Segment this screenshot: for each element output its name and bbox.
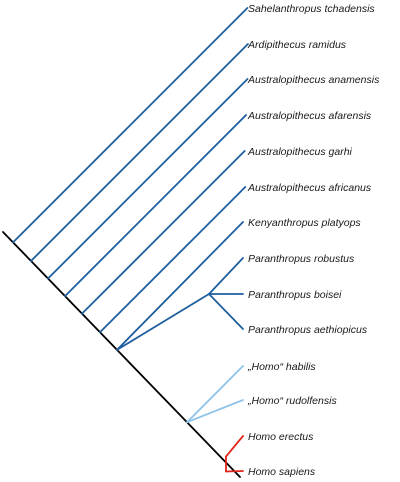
taxon-label: „Homo“ habilis [247, 361, 316, 373]
taxon-label: Homo erectus [248, 431, 314, 443]
branch-line [225, 435, 244, 458]
taxon-label: Homo sapiens [248, 466, 316, 478]
branch-line [12, 7, 249, 244]
branch-line [225, 470, 244, 473]
taxon-label: Australopithecus africanus [247, 182, 372, 194]
taxon-label: Paranthropus boisei [248, 289, 342, 301]
taxon-label: Ardipithecus ramidus [247, 39, 347, 51]
taxon-label: Kenyanthropus platyops [248, 217, 361, 229]
branch-line [99, 186, 247, 334]
trunk-line [2, 231, 241, 478]
branch-line [186, 365, 244, 424]
branch-line [208, 257, 244, 295]
branch-line [186, 399, 244, 424]
taxon-label: Paranthropus aethiopicus [248, 324, 368, 336]
taxon-label: Australopithecus afarensis [247, 110, 372, 122]
branch-line [81, 150, 246, 315]
branch-line [47, 78, 249, 280]
taxon-label: Australopithecus anamensis [247, 74, 380, 86]
branch-line [116, 221, 244, 351]
branch-line [30, 43, 249, 262]
branch-line [116, 293, 210, 351]
branch-line [64, 114, 247, 297]
taxon-label: Australopithecus garhi [247, 146, 353, 158]
branch-line [208, 293, 244, 330]
taxon-label: Paranthropus robustus [248, 253, 355, 265]
taxon-label: Sahelanthropus tchadensis [248, 3, 375, 15]
taxon-label: „Homo“ rudolfensis [247, 395, 337, 407]
